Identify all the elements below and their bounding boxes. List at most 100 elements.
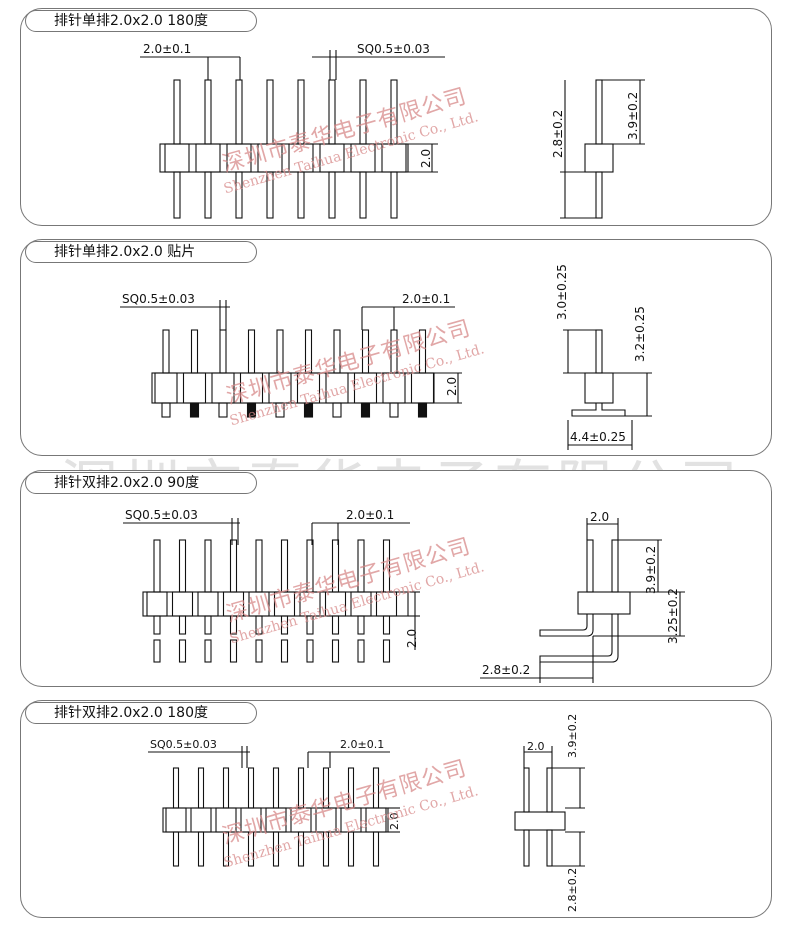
dim-pitch: 2.0±0.1 <box>402 292 450 306</box>
pin-cell <box>315 807 337 833</box>
dim-foot-width: 4.4±0.25 <box>570 430 626 444</box>
pin-cell <box>257 143 283 173</box>
pin-lower <box>197 831 205 867</box>
dim-pin-square: SQ0.5±0.03 <box>122 292 195 306</box>
pin-cell <box>288 143 314 173</box>
pin-cell <box>197 591 219 617</box>
pin-lower <box>322 831 330 867</box>
dim-pitch: 2.0±0.1 <box>143 42 191 56</box>
pin-cell <box>324 591 347 617</box>
pin-cell <box>240 807 262 833</box>
pin-lower <box>272 831 280 867</box>
dim-row-pitch: 2.0 <box>590 510 609 524</box>
pin-cell <box>265 807 287 833</box>
pin-cell <box>299 591 321 617</box>
pin-cell <box>190 807 212 833</box>
dim-lower-pin: 2.8±0.2 <box>551 110 565 158</box>
dim-upper-pin: 3.9±0.2 <box>566 714 579 758</box>
pin-cell <box>296 372 321 404</box>
pin-cell <box>325 372 349 404</box>
pin-tail <box>178 639 187 663</box>
dim-housing-height: 2.0 <box>445 377 459 396</box>
pin-tail <box>153 639 161 663</box>
dim-pitch: 2.0±0.1 <box>346 508 394 522</box>
pin-lower <box>172 831 180 867</box>
pin-cell <box>290 807 312 833</box>
pin-cell <box>165 807 187 833</box>
pin-lower <box>372 831 380 867</box>
pin-cell <box>350 143 376 173</box>
pin-upper <box>297 767 305 809</box>
pin-cell <box>273 591 296 617</box>
pin-lower <box>347 831 355 867</box>
dim-bend-length: 2.8±0.2 <box>482 663 530 677</box>
pin-lower <box>222 831 230 867</box>
dim-row-pitch: 2.0 <box>527 740 545 753</box>
pin-cell <box>211 372 235 404</box>
pin-tail <box>306 639 314 663</box>
dim-housing-height: 2.0 <box>388 813 401 831</box>
dim-upper-pin: 3.0±0.25 <box>555 264 569 320</box>
dim-bend-height: 3.25±0.2 <box>666 588 680 644</box>
panel-double-row-180: 排针双排2.0x2.0 180度 <box>20 700 772 918</box>
pin-upper <box>247 767 255 809</box>
pin-cell <box>410 372 435 404</box>
dim-pitch: 2.0±0.1 <box>340 738 384 751</box>
dim-pin-square: SQ0.5±0.03 <box>150 738 217 751</box>
pin-cell <box>171 591 194 617</box>
dim-upper-pin: 3.9±0.2 <box>626 92 640 140</box>
dim-pin-square: SQ0.5±0.03 <box>357 42 430 56</box>
panel-single-row-180: 排针单排2.0x2.0 180度 <box>20 8 772 226</box>
pin-upper <box>172 767 180 809</box>
pin-cell <box>350 591 372 617</box>
pin-cell <box>353 372 378 404</box>
pin-cell <box>182 372 207 404</box>
pin-tail <box>357 639 365 663</box>
pin-cell <box>215 807 237 833</box>
pin-upper <box>197 767 205 809</box>
dim-lower-pin: 2.8±0.2 <box>566 868 579 912</box>
pin-tail <box>229 639 238 663</box>
panel-title: 排针双排2.0x2.0 90度 <box>25 472 257 494</box>
panel-title: 排针双排2.0x2.0 180度 <box>25 702 257 724</box>
pin-cell <box>154 372 178 404</box>
pin-upper <box>322 767 330 809</box>
pin-cell <box>146 591 168 617</box>
dim-pin-square: SQ0.5±0.03 <box>125 508 198 522</box>
pin-cell <box>226 143 252 173</box>
pin-upper <box>347 767 355 809</box>
pin-tail <box>331 639 340 663</box>
pin-cell <box>375 591 398 617</box>
pin-tail <box>280 639 289 663</box>
panel-title: 排针单排2.0x2.0 贴片 <box>25 241 257 263</box>
pin-tail <box>255 639 263 663</box>
pin-upper <box>222 767 230 809</box>
pin-upper <box>272 767 280 809</box>
dim-housing-height: 2.0 <box>419 149 433 168</box>
panel-title: 排针单排2.0x2.0 180度 <box>25 10 257 32</box>
pin-cell <box>248 591 270 617</box>
pin-cell <box>382 372 406 404</box>
pin-cell <box>195 143 221 173</box>
pin-upper <box>372 767 380 809</box>
pin-cell <box>381 143 407 173</box>
panel-double-row-90: 排针双排2.0x2.0 90度 <box>20 470 772 687</box>
pin-lower <box>247 831 255 867</box>
pin-cell <box>365 807 387 833</box>
pin-tail <box>382 639 391 663</box>
dim-housing-height: 2.0 <box>405 629 419 648</box>
pin-cell <box>268 372 292 404</box>
pin-cell <box>239 372 264 404</box>
pin-cell <box>222 591 245 617</box>
dim-upper-pin: 3.9±0.2 <box>644 546 658 594</box>
pin-cell <box>340 807 362 833</box>
pin-cell <box>164 143 190 173</box>
panel-single-row-smd: 排针单排2.0x2.0 贴片 <box>20 239 772 456</box>
pin-cell <box>319 143 345 173</box>
pin-tail <box>204 639 212 663</box>
dim-total-height: 3.2±0.25 <box>633 306 647 362</box>
